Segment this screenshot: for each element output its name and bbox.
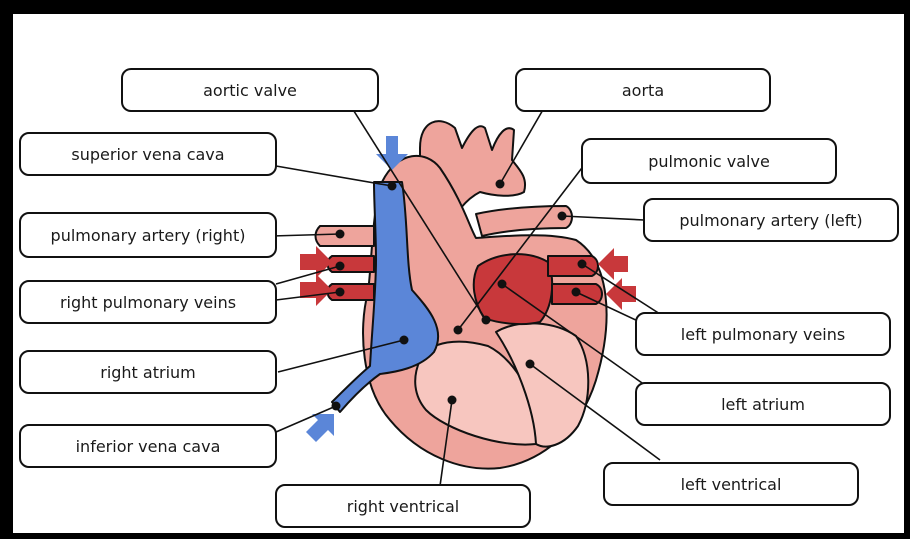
label-superior-vena-cava: superior vena cava (19, 132, 277, 176)
pulmonary-artery-left-shape (476, 206, 572, 236)
label-right-atrium: right atrium (19, 350, 277, 394)
label-pulmonic-valve: pulmonic valve (581, 138, 837, 184)
arrow-into-right-pulmonary-vein-2 (300, 274, 332, 306)
diagram-canvas: aortic valve aorta superior vena cava pu… (13, 14, 904, 533)
label-left-pulmonary-veins: left pulmonary veins (635, 312, 891, 356)
pulmonary-artery-right-shape (316, 226, 375, 246)
heart-illustration (316, 121, 607, 468)
label-left-ventrical: left ventrical (603, 462, 859, 506)
label-right-ventrical: right ventrical (275, 484, 531, 528)
left-pulmonary-vein-1 (548, 256, 598, 276)
arrow-into-left-pulmonary-vein-1 (598, 248, 628, 280)
right-pulmonary-vein-1 (328, 256, 375, 272)
left-atrium-shape (474, 254, 552, 324)
label-pulmonary-artery-left: pulmonary artery (left) (643, 198, 899, 242)
label-left-atrium: left atrium (635, 382, 891, 426)
label-right-pulmonary-veins: right pulmonary veins (19, 280, 277, 324)
label-aortic-valve: aortic valve (121, 68, 379, 112)
label-inferior-vena-cava: inferior vena cava (19, 424, 277, 468)
label-aorta: aorta (515, 68, 771, 112)
arrow-into-inferior-vena-cava (306, 414, 334, 442)
label-pulmonary-artery-right: pulmonary artery (right) (19, 212, 277, 258)
